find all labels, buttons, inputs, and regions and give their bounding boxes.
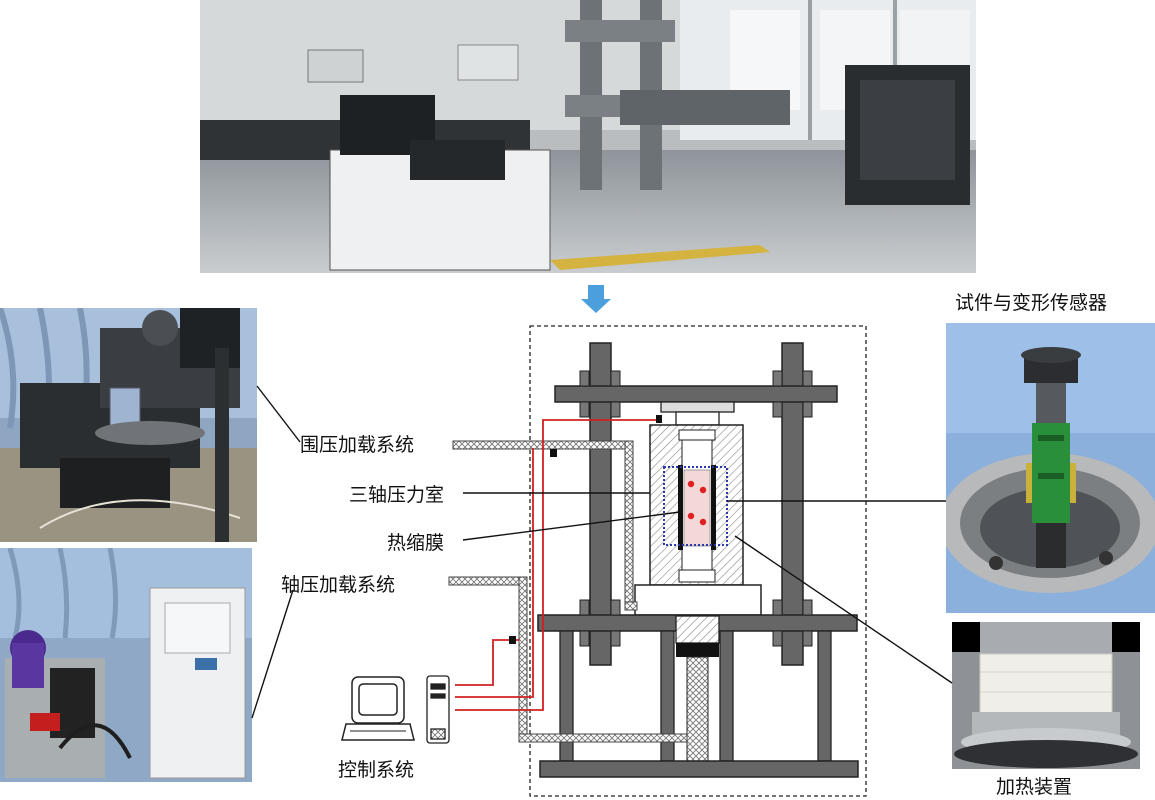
load-cell [660, 401, 735, 413]
label-triaxial-chamber: 三轴压力室 [349, 484, 445, 506]
tie-rod-right [781, 342, 804, 666]
axial-pipe [448, 576, 688, 743]
label-control-system: 控制系统 [338, 759, 415, 781]
flow-arrow-icon [581, 285, 611, 313]
leader-confining-photo [256, 385, 301, 443]
label-specimen-sensor: 试件与变形传感器 [955, 292, 1108, 314]
specimen [683, 469, 711, 547]
apparatus-enclosure [529, 325, 867, 797]
controller-icon [426, 675, 450, 744]
axial-actuator [675, 615, 720, 644]
bottom-plate [539, 760, 859, 778]
computer-icon [341, 676, 415, 741]
leader-axial-photo [251, 589, 294, 719]
label-confining-load-system: 围压加载系统 [300, 434, 415, 456]
heating-device-photo [952, 622, 1140, 769]
specimen-sensor-photo [946, 323, 1155, 613]
shrink-film-left [678, 465, 683, 550]
label-axial-load-system: 轴压加载系统 [281, 574, 396, 596]
leader-heating-photo [734, 535, 953, 684]
shrink-film-right [711, 465, 716, 550]
axial-load-photo [0, 548, 252, 782]
confining-load-photo [0, 308, 257, 542]
base-block [634, 584, 762, 616]
tie-rod-left [589, 342, 612, 666]
label-shrink-film: 热缩膜 [387, 532, 445, 554]
label-heating-device: 加热装置 [996, 776, 1073, 798]
lab-overview-photo [200, 0, 976, 273]
leader-film [462, 511, 681, 541]
sensor-marker-box [663, 466, 728, 546]
top-crossbeam [554, 385, 838, 403]
